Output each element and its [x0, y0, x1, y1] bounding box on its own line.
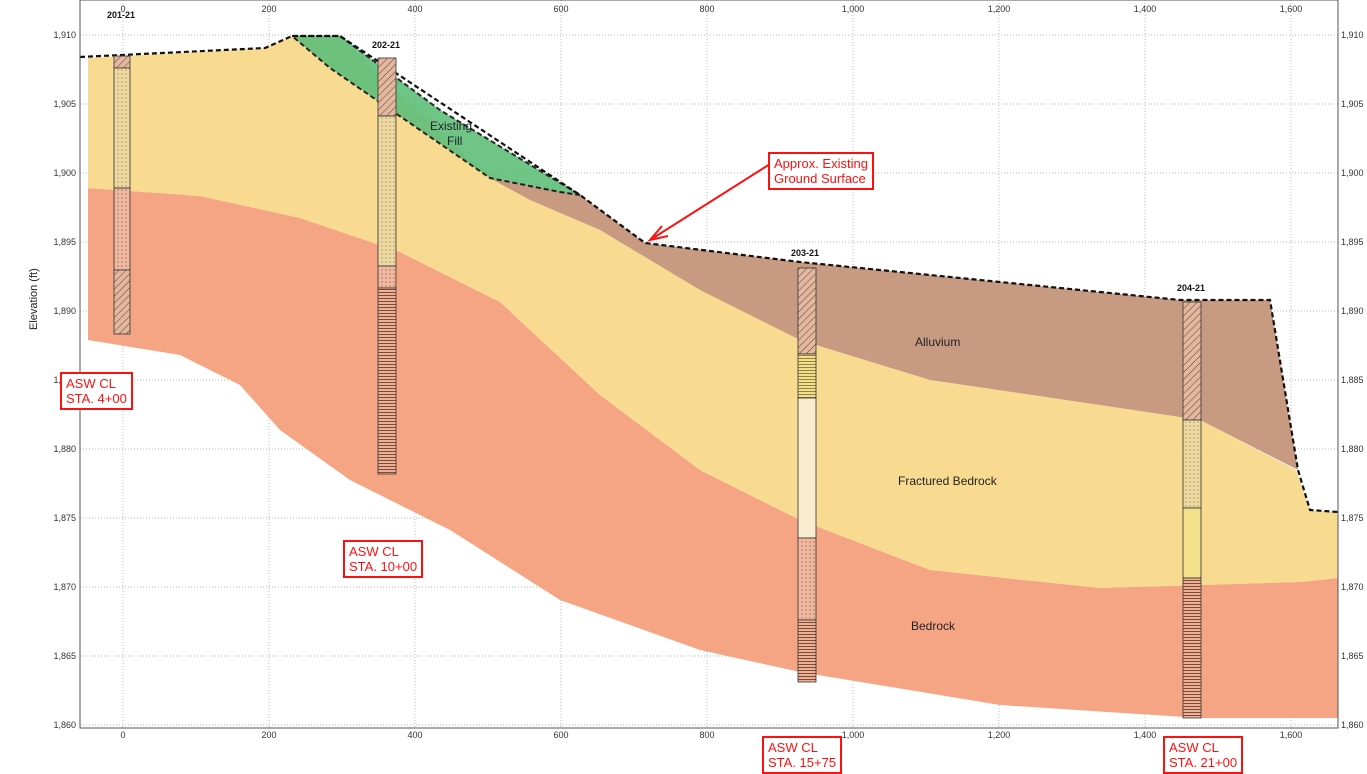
y-tick-left: 1,905: [53, 99, 76, 109]
callout-line1: ASW CL: [349, 544, 399, 559]
ground-callout-arrowhead: [647, 225, 669, 242]
ground-callout-leader: [649, 163, 771, 241]
y-tick-right: 1,910: [1341, 30, 1364, 40]
boring-label-202-21: 202-21: [372, 40, 400, 50]
y-tick-left: 1,860: [53, 720, 76, 730]
fill-label-line2: Fill: [447, 134, 462, 148]
x-tick-top: 200: [261, 4, 276, 14]
axis-ticks: 0 0 200 200 400 400 600 600 800 800 1,000 1,000 1,20…: [53, 0, 1364, 740]
x-tick-bottom: 1,000: [842, 730, 865, 740]
boring-label-204-21: 204-21: [1177, 283, 1205, 293]
boring-203-21[interactable]: [797, 267, 817, 683]
x-tick-top: 0: [120, 4, 125, 14]
y-tick-right: 1,900: [1341, 168, 1364, 178]
x-tick-bottom: 1,200: [988, 730, 1011, 740]
boring-label-201-21: 201-21: [107, 10, 135, 20]
x-tick-top: 1,200: [988, 4, 1011, 14]
plot-frame: [79, 0, 1339, 729]
y-tick-left: 1,875: [53, 513, 76, 523]
x-tick-bottom: 800: [699, 730, 714, 740]
callout-line2: STA. 21+00: [1169, 755, 1238, 770]
fill-label-line1: Existing: [430, 119, 472, 133]
callout-line2: STA. 4+00: [66, 391, 127, 406]
callout-line2: STA. 10+00: [349, 559, 418, 574]
y-tick-left: 1,870: [53, 582, 76, 592]
unit-existing-fill: [289, 35, 581, 196]
station-callout-21-00: ASW CL STA. 21+00: [1163, 736, 1244, 774]
x-tick-bottom: 1,600: [1280, 730, 1303, 740]
y-tick-left: 1,865: [53, 651, 76, 661]
fractured-bedrock-label: Fractured Bedrock: [898, 474, 998, 488]
callout-line1: ASW CL: [768, 740, 818, 755]
callout-line2: Ground Surface: [774, 171, 866, 186]
ground-surface-line: [79, 34, 1339, 514]
unit-fractured-bedrock: [88, 36, 1338, 588]
x-tick-bottom: 400: [407, 730, 422, 740]
y-tick-right: 1,875: [1341, 513, 1364, 523]
alluvium-label: Alluvium: [915, 335, 960, 349]
x-tick-bottom: 200: [261, 730, 276, 740]
y-tick-right: 1,860: [1341, 720, 1364, 730]
x-tick-bottom: 1,400: [1134, 730, 1157, 740]
y-tick-left: 1,890: [53, 306, 76, 316]
unit-bedrock: [88, 188, 1338, 718]
x-tick-top: 600: [553, 4, 568, 14]
x-tick-top: 800: [699, 4, 714, 14]
boring-204-21[interactable]: [1182, 301, 1202, 719]
y-tick-right: 1,890: [1341, 306, 1364, 316]
callout-line1: Approx. Existing: [774, 156, 868, 171]
x-tick-bottom: 0: [120, 730, 125, 740]
x-tick-top: 1,400: [1134, 4, 1157, 14]
x-tick-top: 1,600: [1280, 4, 1303, 14]
boring-label-203-21: 203-21: [791, 248, 819, 258]
x-tick-bottom: 600: [553, 730, 568, 740]
station-callout-15-75: ASW CL STA. 15+75: [762, 736, 843, 774]
y-tick-right: 1,880: [1341, 444, 1364, 454]
y-tick-right: 1,870: [1341, 582, 1364, 592]
callout-line2: STA. 15+75: [768, 755, 837, 770]
y-tick-left: 1,895: [53, 237, 76, 247]
x-tick-top: 1,000: [842, 4, 865, 14]
y-tick-right: 1,895: [1341, 237, 1364, 247]
y-tick-left: 1,910: [53, 30, 76, 40]
station-callout-4-00: ASW CL STA. 4+00: [60, 372, 133, 410]
callout-line1: ASW CL: [1169, 740, 1219, 755]
callout-line1: ASW CL: [66, 376, 116, 391]
station-callout-10-00: ASW CL STA. 10+00: [343, 540, 424, 578]
bedrock-label: Bedrock: [911, 619, 956, 633]
x-tick-top: 400: [407, 4, 422, 14]
unit-alluvium: [490, 178, 1298, 470]
y-axis-title: Elevation (ft): [28, 268, 40, 330]
y-tick-right: 1,905: [1341, 99, 1364, 109]
y-tick-left: 1,900: [53, 168, 76, 178]
y-tick-right: 1,865: [1341, 651, 1364, 661]
ground-surface-callout: Approx. Existing Ground Surface: [768, 152, 874, 190]
y-tick-left: 1,880: [53, 444, 76, 454]
y-tick-right: 1,885: [1341, 375, 1364, 385]
boring-201-21[interactable]: [113, 55, 131, 335]
boring-202-21[interactable]: [377, 57, 397, 475]
